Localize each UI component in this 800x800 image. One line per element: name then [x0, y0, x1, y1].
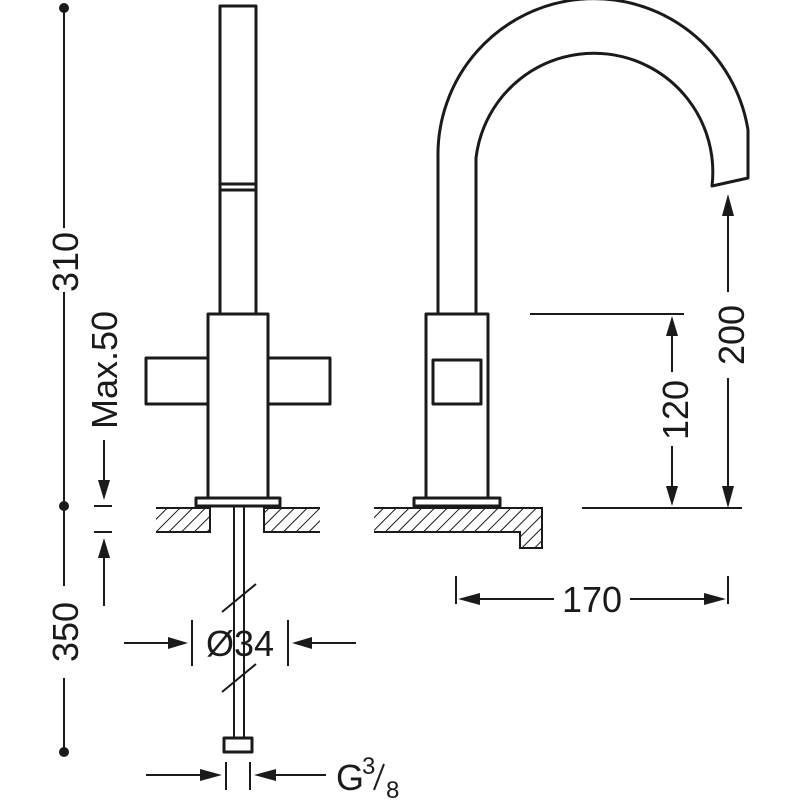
side-view-faucet	[412, 0, 750, 508]
body	[206, 312, 270, 500]
hole-diameter-label: Ø34	[206, 623, 274, 664]
left-handle	[144, 356, 210, 406]
connector-nut	[222, 736, 254, 754]
thread-numerator: 3	[362, 753, 375, 780]
projection-dimension: 170	[455, 576, 729, 620]
right-handle	[266, 356, 332, 406]
max-thickness-dimension: Max.50	[84, 311, 125, 606]
max-thickness-label: Max.50	[84, 311, 125, 429]
side-body	[424, 312, 490, 500]
spout-height-dimension: 200	[711, 194, 752, 508]
total-height-label: 310	[45, 232, 86, 292]
handle-height-label: 120	[655, 380, 696, 440]
thread-dimension: G 3 8	[146, 753, 399, 800]
thread-letter: G	[336, 757, 364, 798]
spout-height-label: 200	[711, 305, 752, 365]
hole-diameter-dimension: Ø34	[124, 620, 356, 666]
gooseneck-spout	[436, 0, 750, 316]
side-base-plate	[412, 496, 502, 508]
below-deck-dimension: 350	[45, 506, 86, 757]
countertop-section-left	[156, 507, 320, 533]
side-handle	[431, 358, 483, 406]
total-height-dimension: 310	[45, 3, 86, 511]
below-deck-label: 350	[45, 602, 86, 662]
projection-label: 170	[562, 579, 622, 620]
supply-hose	[221, 506, 257, 754]
thread-denominator: 8	[386, 777, 399, 800]
front-view-faucet	[144, 4, 332, 508]
handle-height-dimension: 120	[530, 313, 742, 509]
base-plate	[194, 496, 282, 508]
countertop-section-right	[374, 507, 543, 549]
spout-column	[218, 4, 258, 316]
